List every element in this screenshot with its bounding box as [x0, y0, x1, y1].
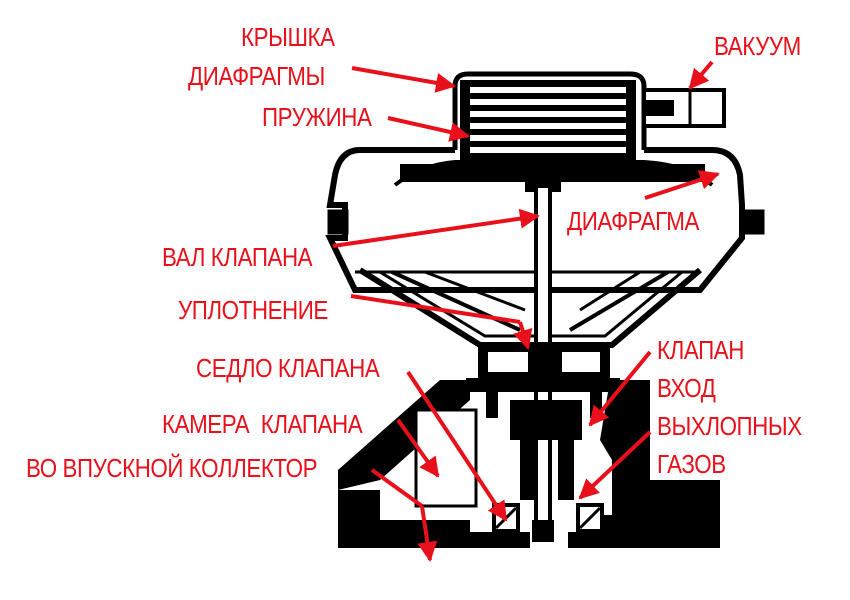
label-valve: КЛАПАН	[657, 334, 744, 366]
diaphragm-cover	[452, 71, 726, 150]
label-diaphragm-cover: КРЫШКА	[241, 21, 335, 53]
label-valve-seat: СЕДЛО КЛАПАНА	[196, 352, 380, 384]
arrow-valve-shaft	[332, 208, 540, 248]
arrow-spring	[387, 116, 470, 142]
label-exhaust-inlet: ВХОД ВЫХЛОПНЫХ ГАЗОВ	[657, 372, 802, 480]
label-vacuum: ВАКУУМ	[714, 30, 801, 62]
label-exhaust-inlet-line1: ВХОД	[657, 373, 716, 403]
label-diaphragm-cover-line2: ДИАФРАГМЫ	[188, 61, 325, 91]
label-diaphragm: ДИАФРАГМА	[567, 205, 699, 237]
diaphragm-plate	[400, 164, 705, 192]
arrow-diaphragm	[644, 170, 720, 200]
label-diaphragm-cover-line1: КРЫШКА	[241, 22, 335, 52]
arrow-vacuum	[688, 60, 714, 90]
seal-block	[466, 342, 620, 418]
label-intake-manifold-text: ВО ВПУСКНОЙ КОЛЛЕКТОР	[26, 453, 318, 483]
label-diaphragm-text: ДИАФРАГМА	[567, 206, 699, 236]
label-seal: УПЛОТНЕНИЕ	[178, 294, 328, 326]
label-valve-seat-text: СЕДЛО КЛАПАНА	[196, 353, 380, 383]
label-seal-text: УПЛОТНЕНИЕ	[178, 295, 328, 325]
label-valve-chamber-text: КАМЕРА КЛАПАНА	[162, 409, 363, 439]
label-valve-text: КЛАПАН	[657, 335, 744, 365]
label-valve-chamber: КАМЕРА КЛАПАНА	[162, 408, 363, 440]
label-exhaust-inlet-line2: ВЫХЛОПНЫХ	[657, 411, 802, 441]
arrow-exhaust-inlet	[578, 430, 652, 500]
label-intake-manifold: ВО ВПУСКНОЙ КОЛЛЕКТОР	[26, 452, 318, 484]
leader-arrows	[332, 60, 720, 562]
label-valve-shaft-text: ВАЛ КЛАПАНА	[162, 242, 313, 272]
label-exhaust-inlet-line3: ГАЗОВ	[657, 449, 726, 479]
label-vacuum-text: ВАКУУМ	[714, 31, 801, 61]
spring-coils	[460, 80, 636, 164]
label-valve-shaft: ВАЛ КЛАПАНА	[162, 241, 313, 273]
arrow-valve-seat	[406, 370, 508, 522]
arrow-valve	[588, 350, 652, 427]
arrow-intake-manifold	[370, 468, 424, 508]
label-spring: ПРУЖИНА	[262, 101, 372, 133]
label-spring-text: ПРУЖИНА	[262, 102, 372, 132]
arrow-valve-chamber	[396, 418, 440, 478]
arrow-seal	[350, 294, 521, 324]
arrow-diaphragm-cover	[351, 66, 456, 93]
label-diaphragm-cover-2: ДИАФРАГМЫ	[188, 60, 325, 92]
